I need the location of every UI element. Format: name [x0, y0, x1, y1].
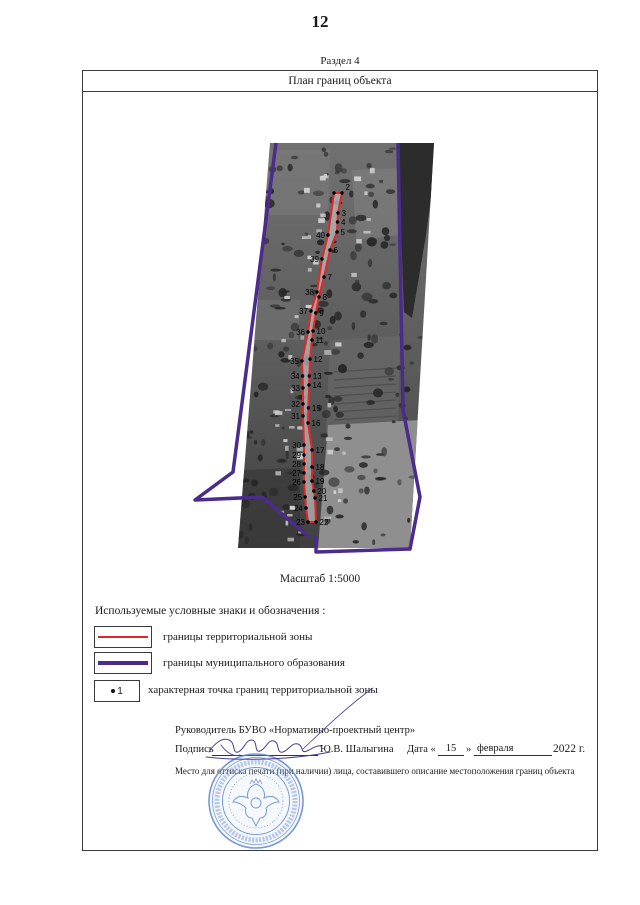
signature-label: Подпись — [175, 744, 214, 755]
date-label: Дата « — [407, 744, 436, 755]
legend-symbol-point: 1 — [94, 680, 140, 702]
date-day-line — [438, 755, 464, 756]
legend-symbol-zone-boundary — [94, 626, 152, 648]
legend-label-point: характерная точка границ территориальной… — [148, 684, 378, 696]
frame-title: План границ объекта — [83, 71, 597, 92]
red-line-symbol — [98, 636, 148, 638]
signature-line — [212, 755, 318, 756]
date-month: февраля — [477, 743, 514, 754]
legend-point-number: 1 — [117, 685, 123, 697]
legend-heading: Используемые условные знаки и обозначени… — [95, 605, 326, 617]
date-day: 15 — [445, 743, 457, 754]
stamp-note: Место для оттиска печати (при наличии) л… — [175, 766, 575, 776]
purple-line-symbol — [98, 661, 148, 665]
date-year: 2022 г. — [553, 743, 586, 755]
legend-label-municipal-boundary: границы муниципального образования — [163, 657, 345, 669]
section-label: Раздел 4 — [320, 55, 360, 67]
page-number: 12 — [311, 12, 329, 31]
date-close-quote: » — [466, 744, 472, 755]
scale-label: Масштаб 1:5000 — [279, 573, 361, 585]
signatory-name: Ю.В. Шалыгина — [320, 744, 394, 755]
signatory-position: Руководитель БУВО «Нормативно-проектный … — [175, 725, 416, 736]
plan-frame: План границ объекта — [82, 70, 598, 851]
legend-label-zone-boundary: границы территориальной зоны — [163, 631, 313, 643]
legend-symbol-municipal-boundary — [94, 652, 152, 674]
point-dot-icon — [111, 689, 116, 693]
date-month-line — [474, 755, 552, 756]
